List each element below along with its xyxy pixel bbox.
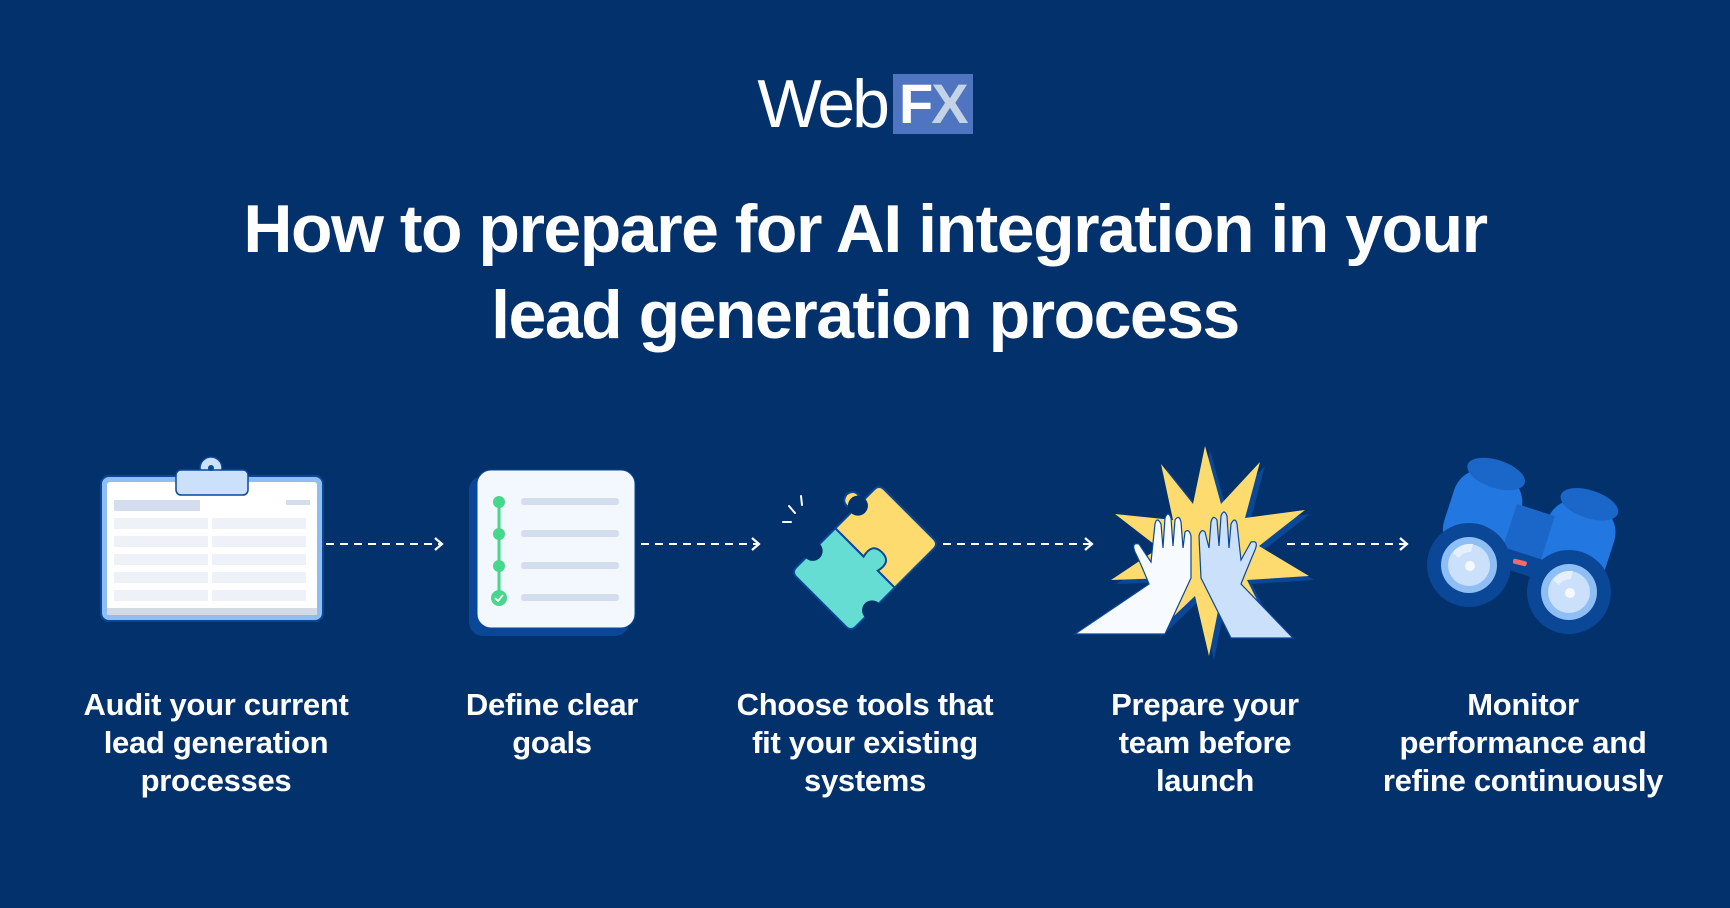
logo-text-web: Web: [757, 66, 890, 142]
step-label: Audit your current lead generation proce…: [83, 687, 349, 798]
page-title: How to prepare for AI integration in you…: [0, 186, 1730, 358]
step-monitor: Monitor performance and refine continuou…: [1373, 450, 1673, 810]
puzzle-icon: [782, 485, 938, 631]
step-label: Monitor performance and refine continuou…: [1382, 687, 1664, 798]
dashed-arrow-icon: [943, 537, 1094, 551]
dashed-arrow-icon: [641, 537, 761, 551]
step-label: Define clear goals: [465, 687, 639, 760]
title-line-1: How to prepare for AI integration in you…: [243, 191, 1488, 267]
logo-text-f: F: [899, 72, 933, 135]
dashed-arrow-icon: [1287, 537, 1409, 551]
step-audit: Audit your current lead generation proce…: [66, 450, 366, 810]
step-label: Choose tools that fit your existing syst…: [736, 687, 994, 798]
step-tools: Choose tools that fit your existing syst…: [715, 450, 1015, 810]
step-team: Prepare your team before launch: [1055, 446, 1355, 810]
checklist-icon: [469, 469, 636, 636]
logo-text-x: X: [931, 72, 968, 135]
title-line-2: lead generation process: [491, 277, 1240, 353]
binoculars-icon: [1427, 457, 1619, 634]
dashed-arrow-icon: [326, 537, 444, 551]
step-label: Prepare your team before launch: [1111, 687, 1299, 798]
high-five-icon: [1073, 446, 1314, 660]
clipboard-icon: [100, 456, 324, 622]
step-goals: Define clear goals: [402, 450, 702, 810]
